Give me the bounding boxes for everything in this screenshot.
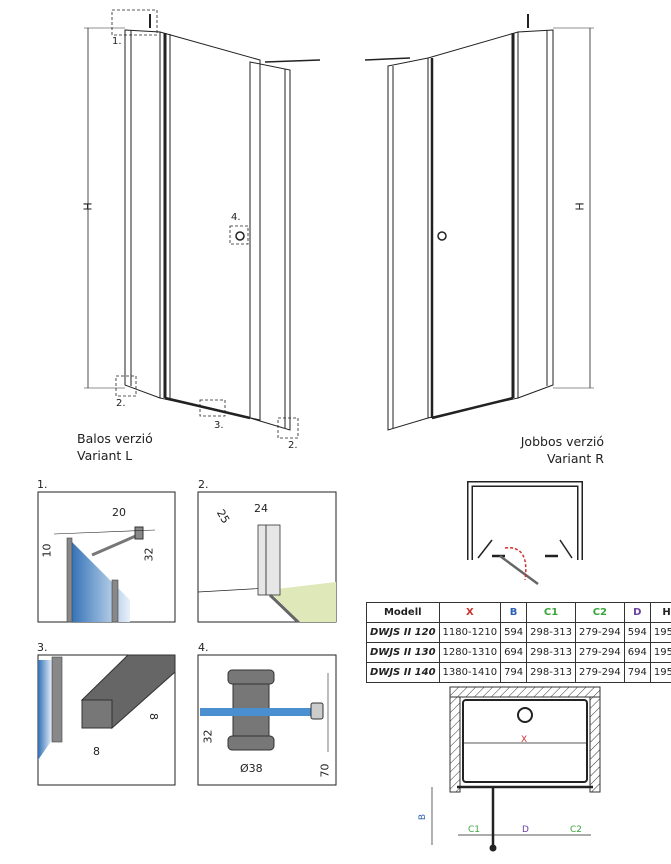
detail-3-number: 3.	[37, 641, 48, 654]
cell-b: 794	[500, 662, 528, 683]
cell-c1: 298-313	[526, 662, 576, 683]
dim-h-left: H	[81, 202, 95, 211]
variant-r-en: Variant R	[547, 451, 604, 466]
detail-1-wall-bracket	[37, 491, 176, 623]
cell-c1: 298-313	[526, 642, 576, 663]
cell-d: 594	[623, 622, 651, 643]
cell-x: 1380-1410	[438, 662, 502, 683]
cell-h: 1950	[649, 642, 671, 663]
cell-h: 1950	[649, 622, 671, 643]
right-elevation	[364, 14, 594, 431]
cell-model: DWJS II 140	[366, 662, 440, 683]
callout-4: 4.	[231, 212, 241, 223]
cell-x: 1280-1310	[438, 642, 502, 663]
cell-h: 1950	[649, 662, 671, 683]
plan-label-c2: C2	[570, 825, 583, 835]
table-row: DWJS II 120 1180-1210 594 298-313 279-29…	[366, 622, 671, 643]
cell-c1: 298-313	[526, 622, 576, 643]
detail-4-dim-70: 70	[318, 763, 332, 778]
callout-3: 3.	[214, 420, 224, 431]
col-modell: Modell	[366, 602, 440, 623]
detail-3-dim-width: 8	[93, 745, 100, 758]
plan-label-c1: C1	[468, 825, 481, 835]
variant-l-hu: Balos verzió	[77, 431, 153, 446]
variant-r-caption: Jobbos verzió Variant R	[517, 433, 604, 467]
top-view-swing-diagram	[467, 481, 583, 586]
detail-2-wall-profile	[197, 491, 337, 624]
cell-x: 1180-1210	[438, 622, 502, 643]
callout-2b: 2.	[288, 440, 298, 451]
table-row: DWJS II 130 1280-1310 694 298-313 279-29…	[366, 642, 671, 663]
cell-b: 694	[500, 642, 528, 663]
col-x: X	[438, 602, 502, 623]
col-h: H	[649, 602, 671, 623]
model-dimensions-table: Modell X B C1 C2 D H DWJS II 120 1180-12…	[366, 602, 671, 683]
cell-c2: 279-294	[574, 622, 625, 643]
callout-1: 1.	[112, 36, 122, 47]
cell-d: 694	[623, 642, 651, 663]
detail-1-dim-20: 20	[112, 506, 126, 519]
col-c2: C2	[574, 602, 625, 623]
table-header-row: Modell X B C1 C2 D H	[366, 602, 671, 623]
detail-2-number: 2.	[198, 478, 209, 491]
callout-2a: 2.	[116, 398, 126, 409]
detail-4-dim-diameter: Ø38	[240, 762, 263, 775]
plan-label-d: D	[522, 825, 529, 835]
detail-3-seal	[37, 654, 176, 786]
dim-h-right: H	[573, 202, 587, 211]
col-c1: C1	[526, 602, 576, 623]
detail-1-dim-32: 32	[142, 547, 156, 562]
plan-label-b: B	[418, 813, 429, 821]
cell-model: DWJS II 120	[366, 622, 440, 643]
plan-label-x: X	[521, 735, 528, 745]
detail-1-dim-10: 10	[40, 543, 54, 558]
plan-view	[431, 686, 601, 852]
detail-4-dim-32: 32	[201, 729, 215, 744]
detail-1-number: 1.	[37, 478, 48, 491]
table-row: DWJS II 140 1380-1410 794 298-313 279-29…	[366, 662, 671, 683]
cell-c2: 279-294	[574, 642, 625, 663]
cell-b: 594	[500, 622, 528, 643]
variant-l-caption: Balos verzió Variant L	[77, 430, 153, 464]
cell-model: DWJS II 130	[366, 642, 440, 663]
detail-3-dim-height: 8	[147, 713, 160, 720]
detail-4-number: 4.	[198, 641, 209, 654]
left-elevation	[84, 9, 321, 439]
col-d: D	[623, 602, 651, 623]
detail-2-dim-24: 24	[254, 502, 268, 515]
cell-c2: 279-294	[574, 662, 625, 683]
variant-l-en: Variant L	[77, 448, 133, 463]
col-b: B	[500, 602, 528, 623]
cell-d: 794	[623, 662, 651, 683]
variant-r-hu: Jobbos verzió	[520, 434, 604, 449]
detail-4-handle	[197, 654, 337, 786]
